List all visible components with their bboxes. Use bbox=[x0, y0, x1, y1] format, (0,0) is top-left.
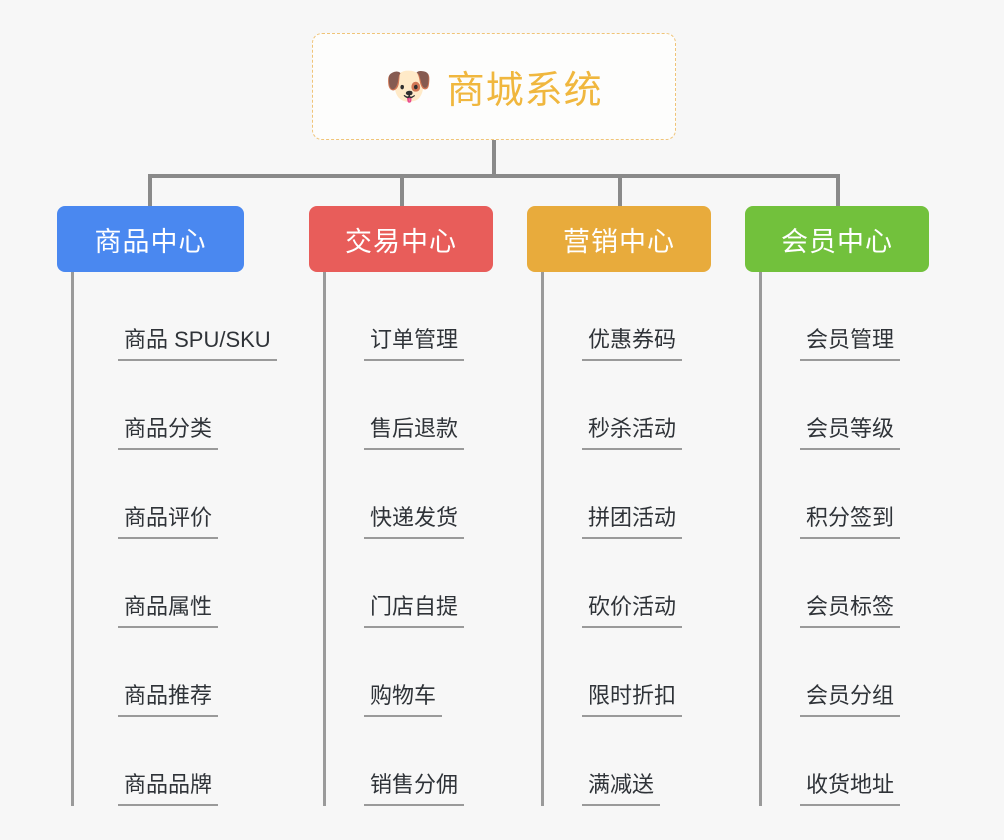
list-item-label: 商品品牌 bbox=[118, 772, 219, 806]
root-title: 商城系统 bbox=[446, 70, 603, 112]
list-item-label: 订单管理 bbox=[364, 327, 465, 361]
list-item[interactable]: 快递发货 bbox=[326, 450, 493, 539]
branch-header-3[interactable]: 营销中心 bbox=[527, 206, 711, 272]
list-item-label: 优惠券码 bbox=[582, 327, 683, 361]
list-item[interactable]: 会员分组 bbox=[762, 628, 929, 717]
list-item[interactable]: 砍价活动 bbox=[544, 539, 711, 628]
list-item[interactable]: 会员管理 bbox=[762, 272, 929, 361]
connector-horizontal-bus bbox=[148, 174, 840, 178]
list-item-label: 商品 SPU/SKU bbox=[118, 327, 277, 361]
list-item-label: 积分签到 bbox=[800, 505, 901, 539]
list-item-label: 会员等级 bbox=[800, 416, 901, 450]
list-item[interactable]: 商品属性 bbox=[74, 539, 244, 628]
list-item[interactable]: 满减送 bbox=[544, 717, 711, 806]
list-item-label: 商品推荐 bbox=[118, 683, 219, 717]
list-item-label: 商品属性 bbox=[118, 594, 219, 628]
branch-column-1: 商品中心 商品 SPU/SKU 商品分类 商品评价 商品属性 商品推荐 商品品牌 bbox=[57, 206, 277, 806]
branch-item-list-4: 会员管理 会员等级 积分签到 会员标签 会员分组 收货地址 bbox=[759, 272, 929, 806]
list-item-label: 快递发货 bbox=[364, 505, 465, 539]
list-item-label: 秒杀活动 bbox=[582, 416, 683, 450]
connector-drop-2 bbox=[400, 174, 404, 206]
list-item-label: 砍价活动 bbox=[582, 594, 683, 628]
list-item-label: 商品分类 bbox=[118, 416, 219, 450]
list-item[interactable]: 拼团活动 bbox=[544, 450, 711, 539]
list-item-label: 拼团活动 bbox=[582, 505, 683, 539]
list-item-label: 商品评价 bbox=[118, 505, 219, 539]
list-item[interactable]: 优惠券码 bbox=[544, 272, 711, 361]
list-item-label: 满减送 bbox=[582, 772, 661, 806]
list-item[interactable]: 收货地址 bbox=[762, 717, 929, 806]
connector-drop-4 bbox=[836, 174, 840, 206]
list-item[interactable]: 会员等级 bbox=[762, 361, 929, 450]
list-item[interactable]: 订单管理 bbox=[326, 272, 493, 361]
branch-header-1[interactable]: 商品中心 bbox=[57, 206, 244, 272]
list-item[interactable]: 秒杀活动 bbox=[544, 361, 711, 450]
list-item[interactable]: 商品 SPU/SKU bbox=[74, 272, 277, 361]
list-item-label: 购物车 bbox=[364, 683, 443, 717]
list-item-label: 收货地址 bbox=[800, 772, 901, 806]
list-item-label: 门店自提 bbox=[364, 594, 465, 628]
list-item[interactable]: 商品分类 bbox=[74, 361, 244, 450]
branch-item-list-2: 订单管理 售后退款 快递发货 门店自提 购物车 销售分佣 bbox=[323, 272, 493, 806]
connector-drop-3 bbox=[618, 174, 622, 206]
list-item[interactable]: 限时折扣 bbox=[544, 628, 711, 717]
list-item[interactable]: 商品评价 bbox=[74, 450, 244, 539]
list-item[interactable]: 售后退款 bbox=[326, 361, 493, 450]
connector-root-stem bbox=[492, 140, 496, 177]
branch-column-2: 交易中心 订单管理 售后退款 快递发货 门店自提 购物车 销售分佣 bbox=[309, 206, 493, 806]
list-item[interactable]: 商品推荐 bbox=[74, 628, 244, 717]
list-item-label: 限时折扣 bbox=[582, 683, 683, 717]
dog-face-icon: 🐶 bbox=[385, 65, 433, 108]
branch-item-list-1: 商品 SPU/SKU 商品分类 商品评价 商品属性 商品推荐 商品品牌 bbox=[71, 272, 277, 806]
connector-drop-1 bbox=[148, 174, 152, 206]
branch-header-4[interactable]: 会员中心 bbox=[745, 206, 929, 272]
root-node[interactable]: 🐶 商城系统 bbox=[312, 33, 676, 140]
list-item[interactable]: 购物车 bbox=[326, 628, 493, 717]
branch-column-4: 会员中心 会员管理 会员等级 积分签到 会员标签 会员分组 收货地址 bbox=[745, 206, 929, 806]
list-item-label: 会员分组 bbox=[800, 683, 901, 717]
list-item[interactable]: 积分签到 bbox=[762, 450, 929, 539]
list-item[interactable]: 会员标签 bbox=[762, 539, 929, 628]
list-item-label: 售后退款 bbox=[364, 416, 465, 450]
list-item[interactable]: 商品品牌 bbox=[74, 717, 244, 806]
list-item[interactable]: 销售分佣 bbox=[326, 717, 493, 806]
list-item[interactable]: 门店自提 bbox=[326, 539, 493, 628]
branch-item-list-3: 优惠券码 秒杀活动 拼团活动 砍价活动 限时折扣 满减送 bbox=[541, 272, 711, 806]
list-item-label: 会员管理 bbox=[800, 327, 901, 361]
list-item-label: 销售分佣 bbox=[364, 772, 465, 806]
branch-header-2[interactable]: 交易中心 bbox=[309, 206, 493, 272]
branch-column-3: 营销中心 优惠券码 秒杀活动 拼团活动 砍价活动 限时折扣 满减送 bbox=[527, 206, 711, 806]
list-item-label: 会员标签 bbox=[800, 594, 901, 628]
